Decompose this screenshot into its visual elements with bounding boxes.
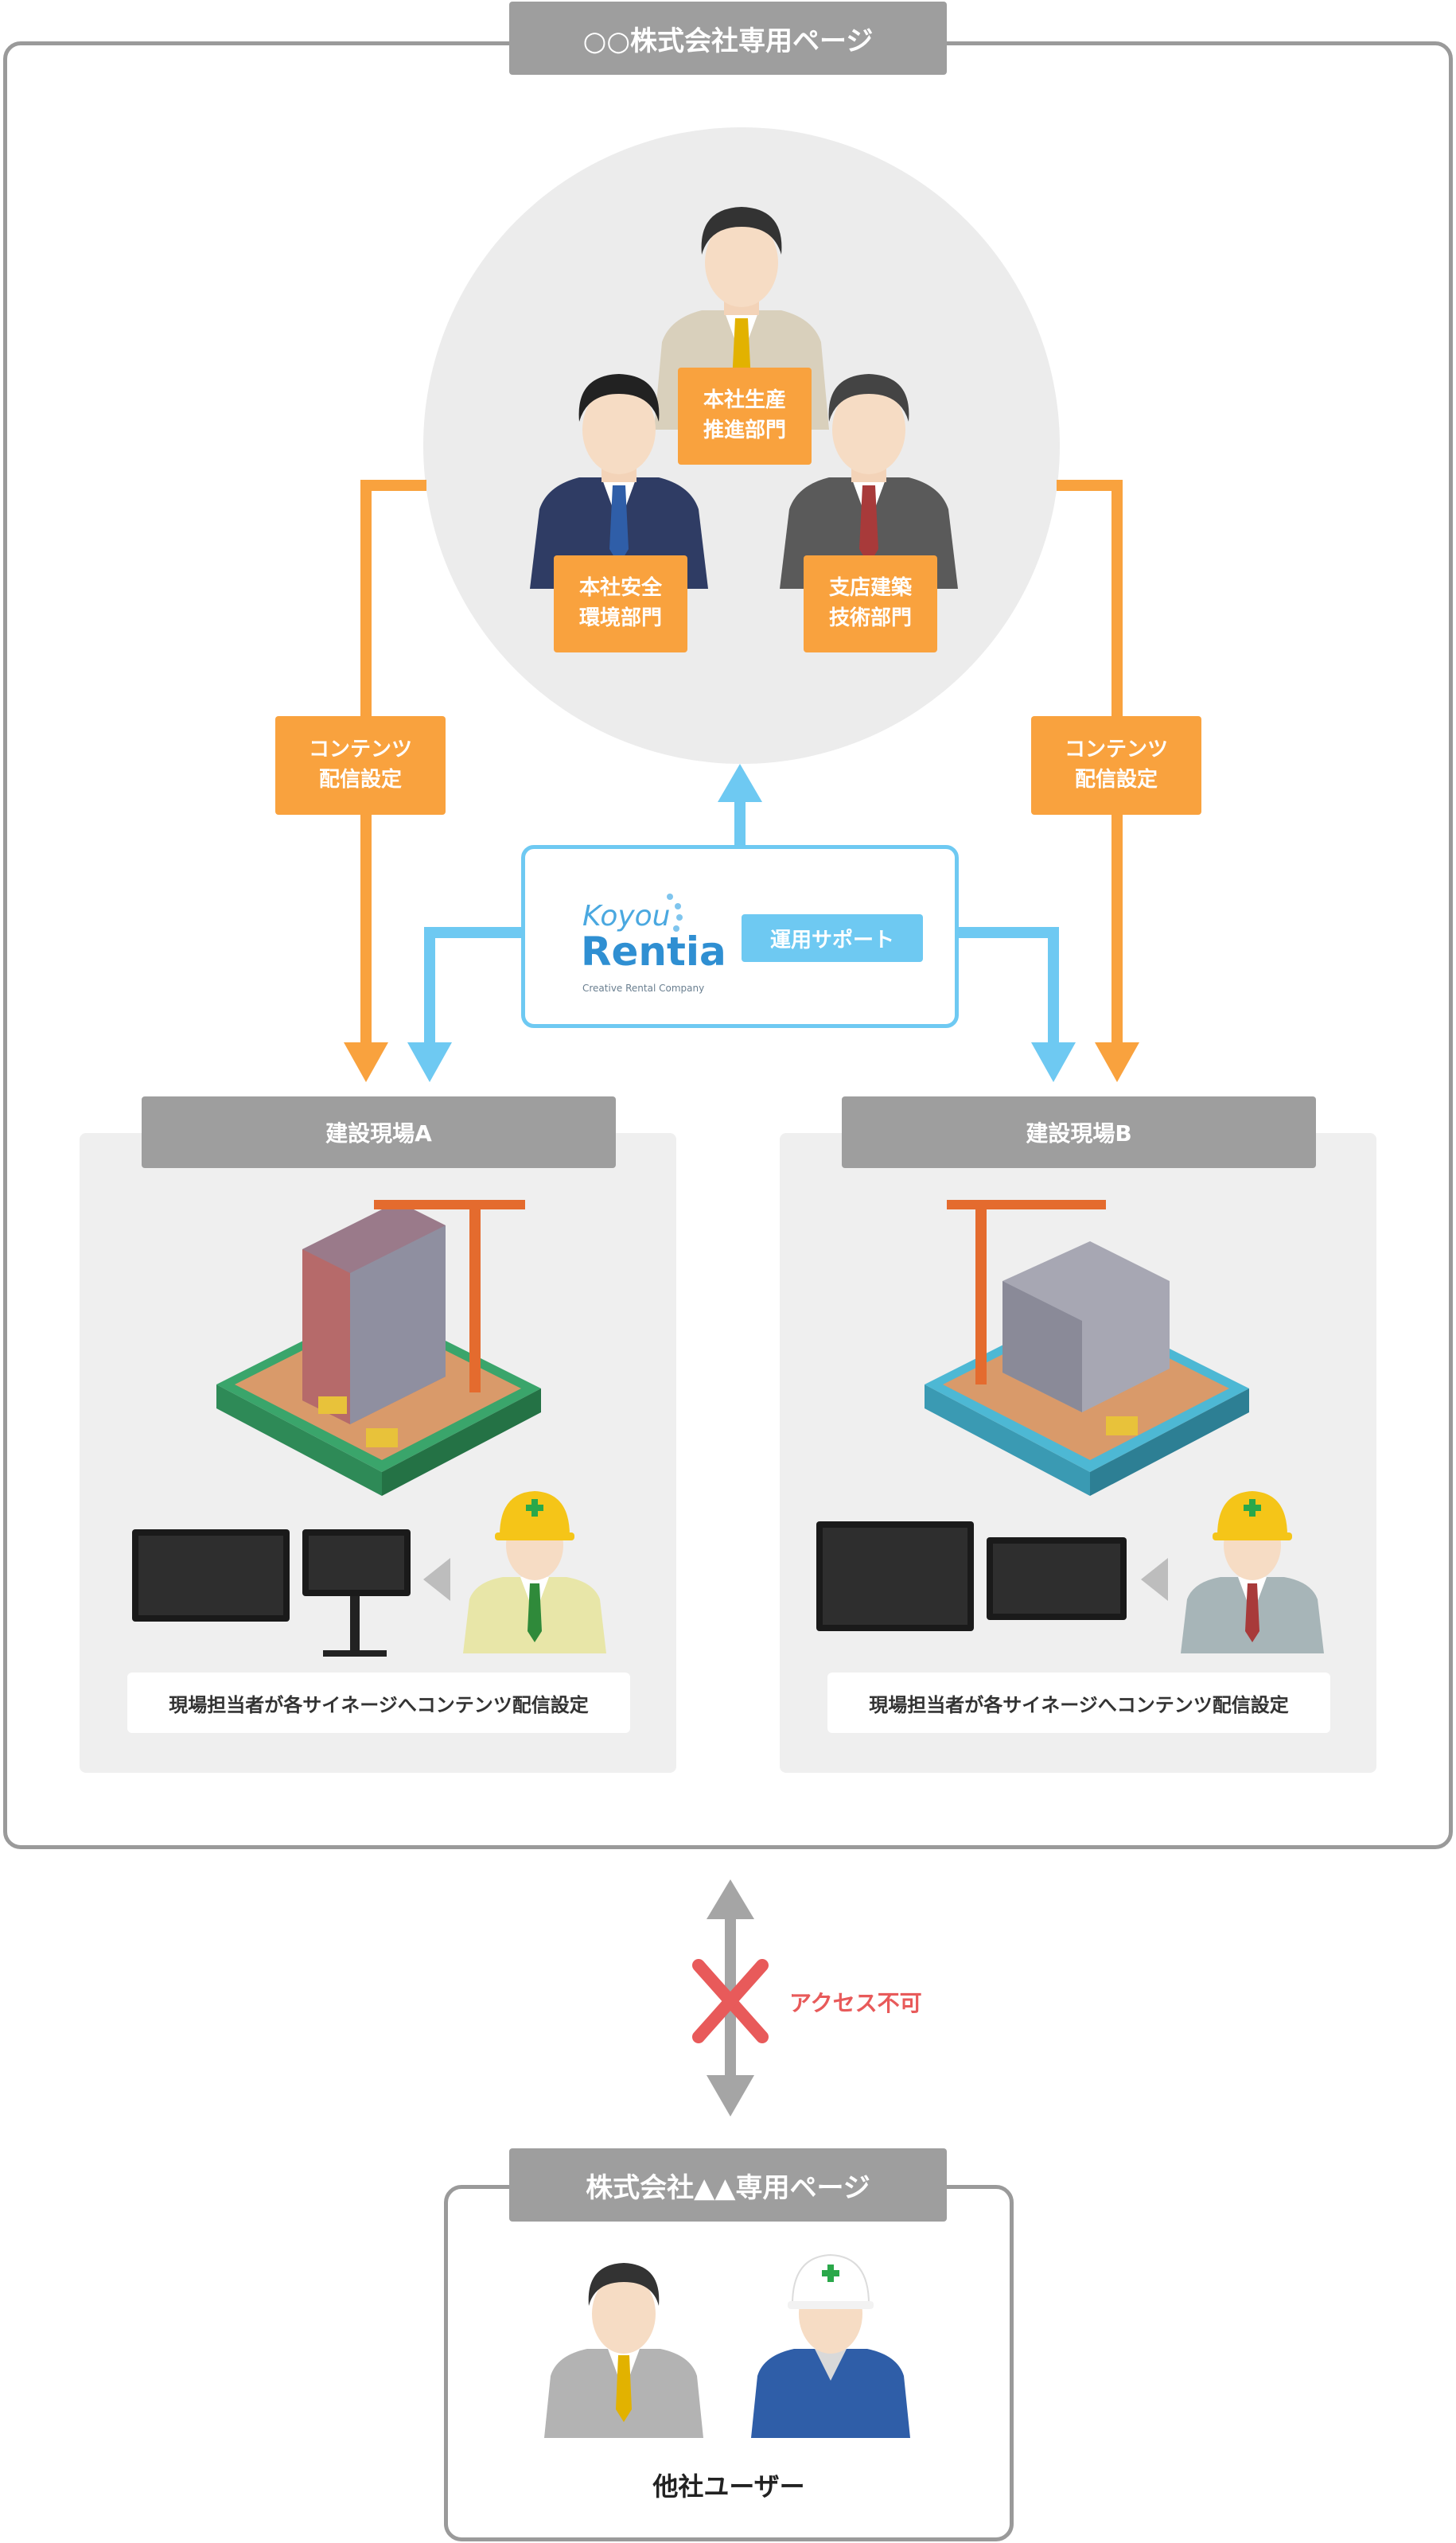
blue-arrow-up-head bbox=[718, 764, 762, 802]
support-badge: 運用サポート bbox=[742, 914, 923, 962]
blue-arrow-right bbox=[959, 927, 1059, 1042]
logo-koyou: Koyou bbox=[582, 900, 671, 933]
grey-double-arrow-bottom bbox=[707, 2075, 754, 2117]
orange-arrow-right bbox=[1057, 480, 1123, 1042]
support-box: Koyou Rentia Creative Rental Company 運用サ… bbox=[521, 845, 959, 1028]
blue-arrow-right-head bbox=[1031, 1042, 1076, 1082]
logo-tagline: Creative Rental Company bbox=[582, 983, 705, 994]
dept-label-branch: 支店建築 技術部門 bbox=[804, 555, 937, 652]
access-denied-x-2 bbox=[692, 1959, 769, 2043]
dept-label-production: 本社生産 推進部門 bbox=[678, 368, 812, 465]
orange-arrow-left-head bbox=[344, 1042, 388, 1082]
grey-double-arrow-top bbox=[707, 1879, 754, 1919]
site-a-worker bbox=[463, 1491, 606, 1653]
other-user-suit bbox=[544, 2263, 703, 2438]
company-page-title: ○○株式会社専用ページ bbox=[509, 2, 947, 75]
content-label-left: コンテンツ 配信設定 bbox=[275, 716, 446, 815]
site-b-pointer bbox=[1141, 1558, 1168, 1601]
content-label-right: コンテンツ 配信設定 bbox=[1031, 716, 1201, 815]
site-a-title: 建設現場A bbox=[142, 1096, 616, 1168]
other-users-label: 他社ユーザー bbox=[652, 2471, 805, 2502]
construction-site-a bbox=[216, 1200, 541, 1496]
orange-arrow-right-head bbox=[1095, 1042, 1139, 1082]
orange-arrow-left bbox=[360, 480, 426, 1042]
construction-site-b bbox=[925, 1200, 1249, 1496]
site-b-caption: 現場担当者が各サイネージへコンテンツ配信設定 bbox=[827, 1673, 1330, 1733]
blue-arrow-left-head bbox=[407, 1042, 452, 1082]
other-page-title: 株式会社▲▲専用ページ bbox=[509, 2148, 947, 2222]
access-denied-label: アクセス不可 bbox=[789, 1990, 922, 2016]
dept-label-safety: 本社安全 環境部門 bbox=[554, 555, 687, 652]
other-user-worker bbox=[751, 2253, 910, 2438]
site-b-worker bbox=[1181, 1491, 1324, 1653]
logo-dots bbox=[660, 894, 684, 941]
site-a-pointer bbox=[423, 1558, 450, 1601]
site-a-caption: 現場担当者が各サイネージへコンテンツ配信設定 bbox=[127, 1673, 630, 1733]
logo-rentia: Rentia bbox=[581, 929, 726, 975]
site-b-title: 建設現場B bbox=[842, 1096, 1316, 1168]
blue-arrow-left bbox=[424, 927, 521, 1042]
